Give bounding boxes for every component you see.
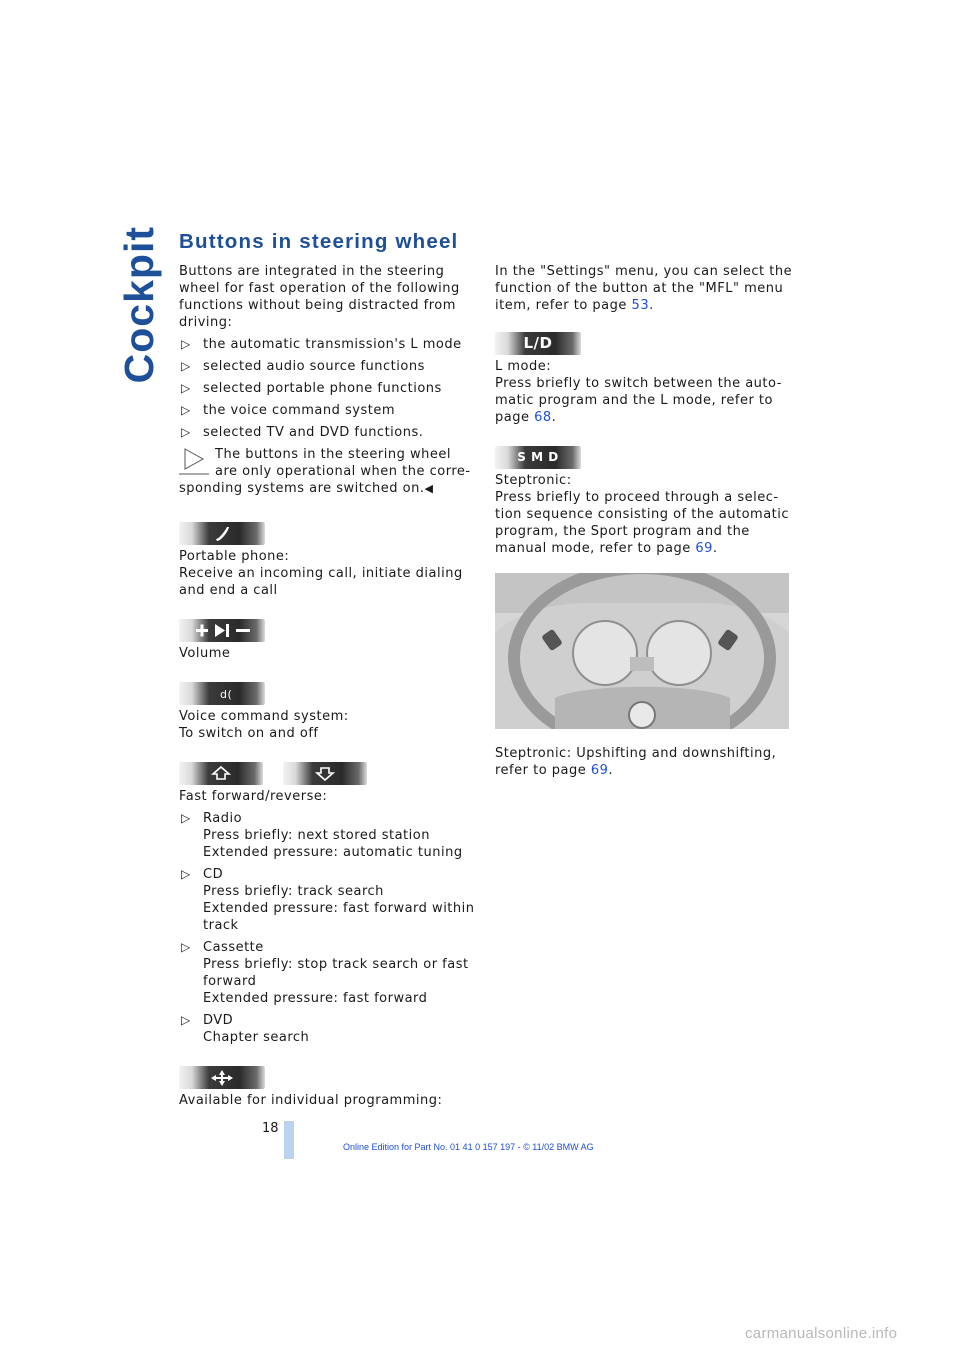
page-title: Buttons in steering wheel	[179, 230, 459, 253]
page-link[interactable]: 53	[631, 298, 650, 313]
phone-button-image	[179, 522, 265, 545]
voice-command-icon: d(	[220, 688, 232, 701]
note-box: The buttons in the steering wheel are on…	[179, 446, 477, 497]
intro-text: Buttons are integrated in the steering w…	[179, 264, 460, 330]
left-column: Buttons are integrated in the steering w…	[179, 263, 477, 1109]
list-item: ▷the voice command system	[181, 403, 396, 418]
footer-bar	[284, 1121, 294, 1159]
voice-button-image: d(	[179, 682, 265, 705]
list-item: ▷selected portable phone functions	[181, 381, 442, 396]
svg-text:d(: d(	[220, 688, 232, 701]
section-tab: Cockpit	[116, 226, 162, 384]
right-column: In the "Settings" menu, you can select t…	[495, 263, 795, 779]
list-item: ▷the automatic transmission's L mode	[181, 337, 462, 352]
triangle-bullet-icon: ▷	[181, 811, 191, 825]
arrow-down-icon	[314, 767, 336, 782]
l-mode-button-label: L/D	[523, 334, 553, 352]
phone-text: Receive an incoming call, initiate diali…	[179, 566, 463, 598]
page-link[interactable]: 69	[695, 541, 713, 556]
triangle-bullet-icon: ▷	[181, 425, 191, 439]
list-item: ▷selected audio source functions	[181, 359, 425, 374]
l-mode-button-image: L/D	[495, 332, 581, 355]
phone-handset-icon	[216, 527, 229, 541]
steptronic-button-image: S M D	[495, 446, 581, 469]
diamond-arrows-icon	[211, 1070, 233, 1086]
steptronic-text: Press briefly to proceed through a selec…	[495, 490, 790, 556]
steptronic-label: Steptronic:	[495, 473, 572, 488]
reverse-button-image	[283, 762, 367, 785]
watermark: carmanualsonline.info	[745, 1325, 898, 1342]
programmable-label: Available for individual programming:	[179, 1093, 443, 1108]
triangle-bullet-icon: ▷	[181, 867, 191, 881]
arrow-up-icon	[210, 765, 232, 780]
fast-forward-button-image	[179, 762, 263, 785]
triangle-bullet-icon: ▷	[181, 1013, 191, 1027]
list-item: ▷selected TV and DVD functions.	[181, 425, 424, 440]
edition-text: Online Edition for Part No. 01 41 0 157 …	[343, 1142, 594, 1152]
l-mode-label: L mode:	[495, 359, 552, 374]
phone-label: Portable phone:	[179, 549, 290, 564]
triangle-bullet-icon: ▷	[181, 940, 191, 954]
steptronic-shift-text: Steptronic: Upshifting and downshifting,…	[495, 746, 777, 778]
volume-plus-minus-icon	[196, 624, 250, 637]
page-link[interactable]: 68	[534, 410, 552, 425]
volume-label: Volume	[179, 646, 231, 661]
triangle-bullet-icon: ▷	[181, 381, 191, 395]
voice-text: To switch on and off	[179, 726, 319, 741]
volume-button-image	[179, 619, 265, 642]
settings-text: In the "Settings" menu, you can select t…	[495, 264, 793, 313]
page-number: 18	[262, 1121, 279, 1136]
page-link[interactable]: 69	[590, 763, 609, 778]
triangle-bullet-icon: ▷	[181, 337, 191, 351]
l-mode-text: Press briefly to switch between the auto…	[495, 376, 782, 425]
fast-forward-label: Fast forward/reverse:	[179, 789, 328, 804]
fast-forward-buttons	[179, 762, 477, 785]
note-text: The buttons in the steering wheel are on…	[179, 447, 471, 496]
triangle-bullet-icon: ▷	[181, 359, 191, 373]
steering-wheel-photo	[495, 573, 789, 729]
steptronic-button-label: S M D	[517, 450, 559, 464]
function-list: ▷the automatic transmission's L mode ▷se…	[179, 336, 477, 441]
voice-label: Voice command system:	[179, 709, 349, 724]
end-mark-icon: ◀	[424, 482, 434, 495]
triangle-bullet-icon: ▷	[181, 403, 191, 417]
note-triangle-icon	[179, 448, 209, 475]
programmable-button-image	[179, 1066, 265, 1089]
